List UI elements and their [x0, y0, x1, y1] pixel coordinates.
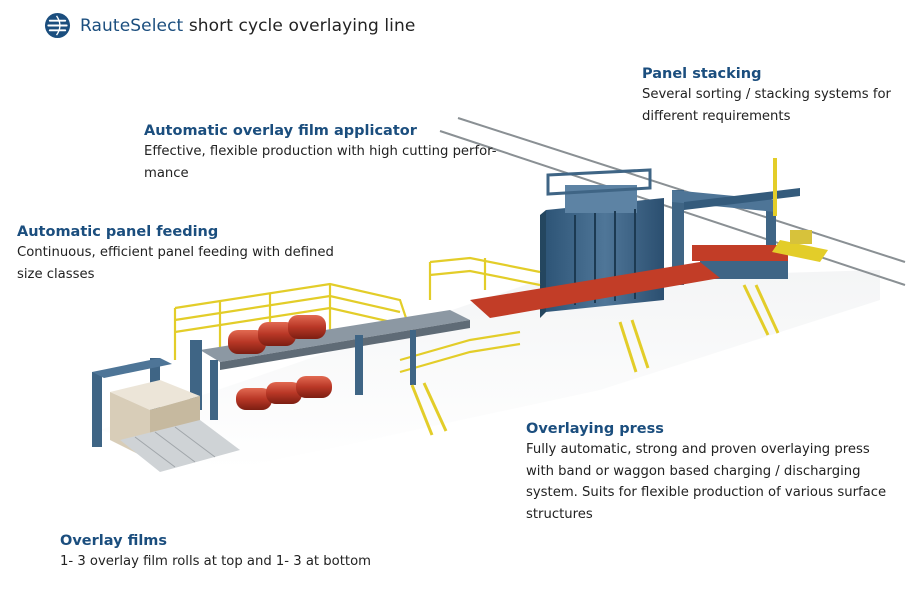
callout-overlaying-press: Overlaying press Fully automatic, strong… [526, 419, 896, 525]
panel-feeding-conveyor [200, 310, 470, 420]
callout-description: Fully automatic, strong and proven overl… [526, 442, 887, 522]
callout-title: Automatic overlay film applicator [144, 123, 417, 139]
callout-description: Several sorting / stacking systems for d… [642, 87, 891, 124]
stairs-stacking [618, 284, 780, 373]
callout-title: Overlaying press [526, 421, 664, 437]
callout-title: Overlay films [60, 533, 168, 549]
callout-panel-feeding: Automatic panel feeding Continuous, effi… [17, 222, 347, 285]
title-brand: RauteSelect [80, 15, 184, 36]
stairs-center [410, 382, 448, 436]
overlaying-press [470, 168, 720, 318]
callout-overlay-films: Overlay films 1- 3 overlay film rolls at… [60, 531, 520, 573]
page-title: RauteSelect short cycle overlaying line [80, 16, 415, 36]
overlay-film-rolls [228, 315, 332, 410]
callout-film-applicator: Automatic overlay film applicator Effect… [144, 121, 504, 184]
stacking-gantry [672, 158, 828, 285]
callout-description: Continuous, efficient panel feeding with… [17, 245, 334, 282]
safety-railings [173, 256, 541, 374]
callout-title: Automatic panel feeding [17, 224, 219, 240]
panel-infeed-station [92, 340, 240, 472]
callout-panel-stacking: Panel stacking Several sorting / stackin… [642, 64, 904, 127]
floor-shadow [100, 270, 880, 470]
title-rest: short cycle overlaying line [183, 15, 416, 36]
callout-description: Effective, flexible production with high… [144, 144, 497, 181]
raute-globe-icon [44, 12, 71, 39]
callout-title: Panel stacking [642, 66, 762, 82]
callout-description: 1- 3 overlay film rolls at top and 1- 3 … [60, 554, 371, 569]
page-header: RauteSelect short cycle overlaying line [44, 12, 415, 39]
